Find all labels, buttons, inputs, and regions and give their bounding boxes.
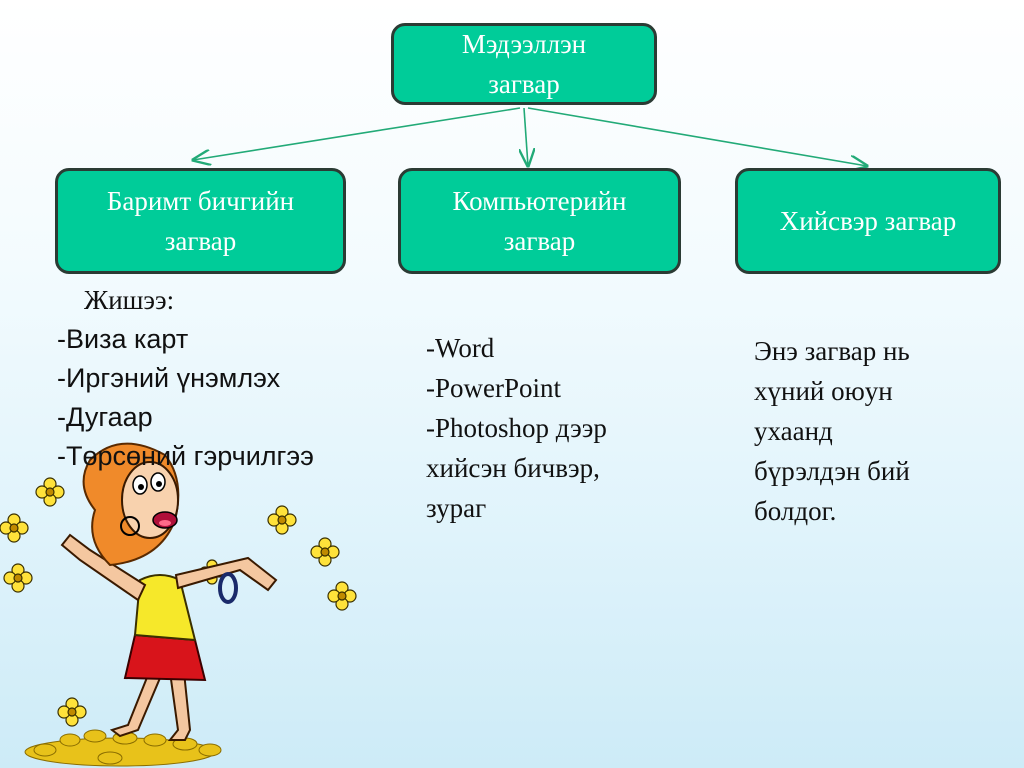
document-examples-list: -Виза карт -Иргэний үнэмлэх -Дугаар -Төр… (57, 320, 314, 476)
list-item: зураг (426, 493, 487, 523)
root-node-information-model: Мэдээллэн загвар (391, 23, 657, 105)
root-node-line2: загвар (488, 69, 560, 99)
list-item: -Photoshop дээр (426, 413, 607, 443)
node-document-model-line2: загвар (164, 226, 237, 256)
description-line: ухаанд (754, 416, 833, 446)
arrow-to-abstract-model (527, 107, 867, 166)
arrow-to-document-model (193, 107, 521, 160)
node-document-model: Баримт бичгийн загвар (55, 168, 346, 274)
abstract-model-description: Энэ загвар нь хүний оюун ухаанд бүрэлдэн… (754, 331, 910, 531)
node-computer-model: Компьютерийн загвар (398, 168, 681, 274)
node-abstract-model-line1: Хийсвэр загвар (779, 206, 957, 236)
computer-examples-list: -Word -PowerPoint -Photoshop дээр хийсэн… (426, 328, 607, 528)
node-computer-model-line2: загвар (503, 226, 576, 256)
list-item: -Иргэний үнэмлэх (57, 363, 281, 393)
list-item: -Виза карт (57, 324, 189, 354)
node-computer-model-line1: Компьютерийн (452, 186, 627, 216)
description-line: бүрэлдэн бий (754, 456, 910, 486)
root-node-line1: Мэдээллэн (461, 29, 587, 59)
description-line: хүний оюун (754, 376, 893, 406)
description-line: болдог. (754, 496, 837, 526)
description-line: Энэ загвар нь (754, 336, 910, 366)
list-item: -Word (426, 333, 495, 363)
arrow-to-computer-model (524, 107, 528, 166)
list-item: -PowerPoint (426, 373, 561, 403)
list-item: -Дугаар (57, 402, 153, 432)
list-item: хийсэн бичвэр, (426, 453, 600, 483)
list-item: -Төрсөний гэрчилгээ (57, 441, 314, 471)
cheering-woman-illustration (0, 442, 357, 767)
node-abstract-model: Хийсвэр загвар (735, 168, 1001, 274)
node-document-model-line1: Баримт бичгийн (106, 186, 295, 216)
example-heading: Жишээ: (84, 285, 175, 315)
